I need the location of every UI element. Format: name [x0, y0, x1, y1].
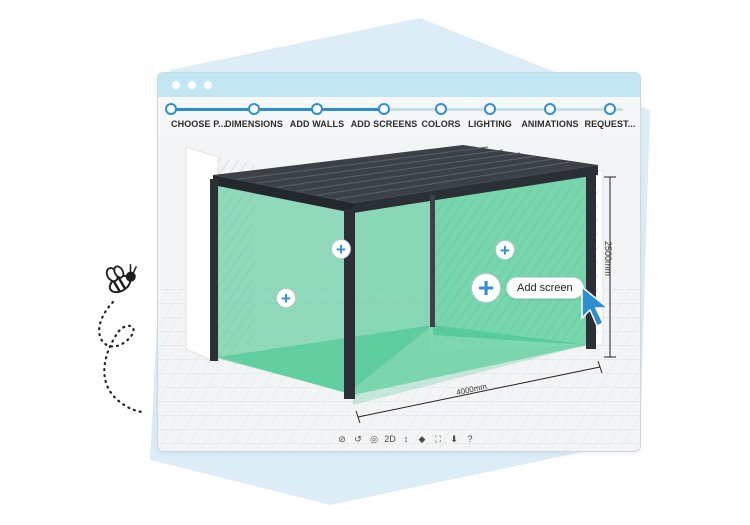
step-colors[interactable]: COLORS	[401, 97, 481, 129]
step-label: ANIMATIONS	[521, 119, 579, 129]
download-icon[interactable]: ⬇	[450, 433, 458, 444]
step-node	[165, 103, 177, 115]
step-node	[544, 103, 556, 115]
screen-right[interactable]	[433, 173, 586, 345]
window-dot-icon	[172, 81, 180, 89]
add-screen-button[interactable]: +	[276, 288, 296, 308]
bee-mascot-icon	[95, 262, 165, 427]
window-dot-icon	[204, 81, 212, 89]
view-2d-icon[interactable]: 2D	[384, 434, 396, 444]
window-dot-icon	[188, 81, 196, 89]
add-screen-button[interactable]: +	[331, 239, 351, 259]
step-label: ADD WALLS	[289, 119, 345, 129]
help-icon[interactable]: ?	[467, 434, 473, 444]
plus-icon: +	[281, 288, 291, 308]
step-choose-product[interactable]: CHOOSE P...	[158, 97, 226, 129]
step-node	[248, 103, 260, 115]
history-icon[interactable]: ↺	[354, 433, 362, 444]
step-label: LIGHTING	[468, 119, 512, 129]
step-animations[interactable]: ANIMATIONS	[510, 97, 590, 129]
share-icon[interactable]: ◆	[418, 433, 426, 444]
viewer-toolbar: ⊘ ↺ ◎ 2D ↕ ◆ ⛶ ⬇ ?	[334, 431, 478, 447]
plus-icon: +	[500, 240, 510, 260]
step-node	[435, 103, 447, 115]
step-label: DIMENSIONS	[224, 119, 283, 129]
step-label: COLORS	[421, 119, 461, 129]
add-screen-tooltip: Add screen	[506, 277, 584, 299]
stepper-track	[171, 108, 623, 111]
step-label: ADD SCREENS	[350, 119, 418, 129]
step-node	[378, 103, 390, 115]
dimensions-icon[interactable]: ↕	[403, 434, 409, 444]
step-lighting[interactable]: LIGHTING	[450, 97, 530, 129]
step-node	[311, 103, 323, 115]
add-screen-button-active[interactable]: +	[471, 273, 501, 303]
step-label: REQUEST...	[584, 119, 636, 129]
step-add-walls[interactable]: ADD WALLS	[277, 97, 357, 129]
plus-icon: +	[477, 272, 495, 303]
height-dimension-label: 2500mm	[603, 241, 613, 277]
step-node	[604, 103, 616, 115]
configuration-stepper: CHOOSE P... DIMENSIONS ADD WALLS ADD SCR…	[158, 97, 640, 133]
mouse-cursor-icon	[581, 285, 611, 328]
configurator-window: CHOOSE P... DIMENSIONS ADD WALLS ADD SCR…	[157, 72, 641, 452]
screen-back[interactable]	[348, 197, 433, 393]
plus-icon: +	[336, 239, 346, 259]
no-view-icon[interactable]: ⊘	[338, 433, 346, 444]
step-node	[484, 103, 496, 115]
step-add-screens[interactable]: ADD SCREENS	[344, 97, 424, 129]
fullscreen-icon[interactable]: ⛶	[434, 433, 442, 444]
step-request[interactable]: REQUEST...	[570, 97, 640, 129]
window-titlebar	[158, 73, 640, 97]
rotate-icon[interactable]: ◎	[370, 433, 378, 444]
add-screen-button[interactable]: +	[495, 240, 515, 260]
step-dimensions[interactable]: DIMENSIONS	[214, 97, 294, 129]
screen-left[interactable]	[213, 177, 348, 393]
3d-viewport[interactable]: 2500mm 4000mm + + + + Add screen ⊘ ↺ ◎ 2…	[158, 135, 640, 451]
pergola-scene	[158, 135, 640, 451]
stepper-progress	[171, 108, 384, 111]
step-label: CHOOSE P...	[171, 119, 226, 129]
